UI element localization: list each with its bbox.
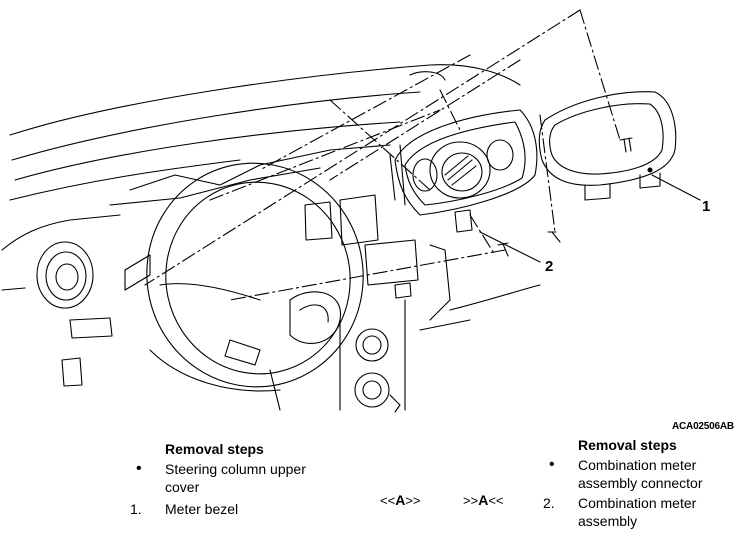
callout-1: 1 (702, 198, 711, 215)
right-steps-heading: Removal steps (578, 437, 677, 453)
meter-bezel (538, 91, 677, 201)
left-step-0: • Steering column upper cover (130, 460, 325, 496)
left-removal-steps: Removal steps • Steering column upper co… (130, 440, 325, 518)
dashboard-illustration (1, 9, 701, 413)
left-air-vent (36, 241, 113, 387)
right-step-1: 2. Combination meter assembly (543, 494, 738, 530)
mark-suffix: >> (405, 493, 421, 508)
steering-wheel (124, 162, 364, 411)
service-mark-right: >>A<< (463, 492, 504, 508)
step-text: Combination meter assembly (578, 495, 697, 529)
right-removal-steps: Removal steps • Combination meter assemb… (543, 436, 738, 530)
step-marker: • (136, 460, 142, 477)
dashboard-outline (1, 64, 521, 291)
step-marker: 1. (130, 501, 142, 517)
center-console (304, 194, 541, 413)
figure-code: ACA02506AB (672, 421, 734, 432)
mark-suffix: << (488, 493, 504, 508)
step-text: Steering column upper cover (165, 461, 306, 495)
callout-2: 2 (545, 258, 554, 275)
mark-letter: A (478, 492, 489, 508)
mark-letter: A (395, 492, 406, 508)
mark-prefix: >> (463, 493, 479, 508)
left-steps-heading: Removal steps (165, 441, 264, 457)
screws (497, 137, 633, 257)
step-marker: • (549, 456, 555, 473)
step-text: Meter bezel (165, 501, 239, 517)
service-mark-left: <<A>> (380, 492, 421, 508)
left-step-1: 1. Meter bezel (130, 500, 325, 518)
step-marker: 2. (543, 495, 555, 511)
leader-lines (144, 9, 621, 301)
combination-meter (389, 109, 538, 233)
right-step-0: • Combination meter assembly connector (543, 456, 738, 492)
step-text: Combination meter assembly connector (578, 457, 703, 491)
mark-prefix: << (380, 493, 396, 508)
callout-lines (479, 174, 701, 263)
